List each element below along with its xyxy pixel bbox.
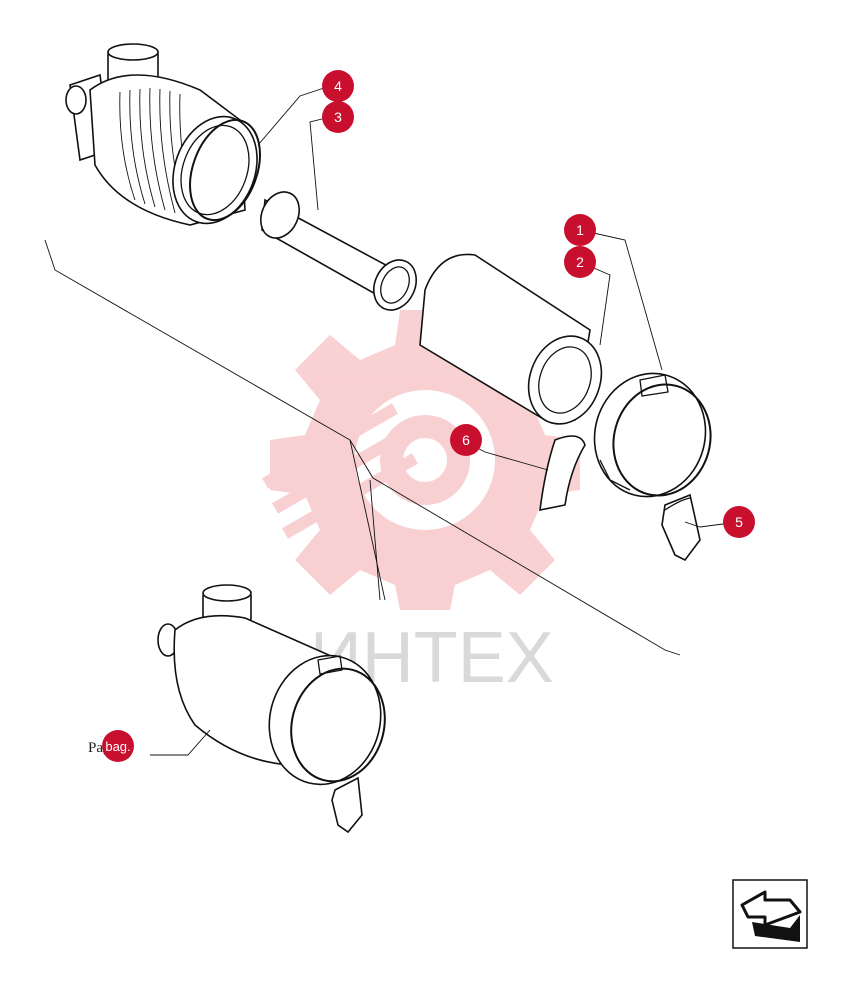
callout-6-label: 6 — [462, 432, 470, 448]
leader-line-4 — [257, 85, 331, 146]
callout-5[interactable]: 5 — [723, 506, 755, 538]
callout-3-label: 3 — [334, 109, 342, 125]
callout-4-label: 4 — [334, 78, 342, 94]
leader-line-3 — [309, 116, 331, 211]
callout-5-marker — [723, 506, 755, 538]
main-filter-element-part-2 — [419, 253, 603, 425]
page-reference-link[interactable]: Pag. 1 bag. — [88, 730, 134, 762]
dust-valve-part-5 — [661, 493, 701, 562]
gasket-strip-part-6 — [539, 435, 586, 512]
perspective-lines — [44, 239, 681, 656]
page-reference-marker — [102, 730, 134, 762]
callout-1-marker — [564, 214, 596, 246]
assembled-air-filter — [157, 584, 386, 834]
callout-4-marker — [322, 70, 354, 102]
callout-2-marker — [564, 246, 596, 278]
callout-2-label: 2 — [576, 254, 584, 270]
filter-housing-part-4 — [65, 43, 261, 226]
callout-1-label: 1 — [576, 222, 584, 238]
safety-cartridge-part-3 — [259, 191, 417, 311]
callout-6-marker — [450, 424, 482, 456]
callout-5-label: 5 — [735, 514, 743, 530]
next-page-arrow-icon — [740, 890, 802, 942]
callout-1[interactable]: 1 — [564, 214, 596, 246]
next-page-button[interactable] — [732, 879, 808, 949]
callout-6[interactable]: 6 — [450, 424, 482, 456]
leader-line-reference — [150, 729, 211, 756]
page-reference-marker-label: bag. — [105, 739, 130, 754]
cover-part-1 — [593, 372, 712, 498]
callout-3-marker — [322, 101, 354, 133]
callout-2[interactable]: 2 — [564, 246, 596, 278]
callout-3[interactable]: 3 — [322, 101, 354, 133]
callout-4[interactable]: 4 — [322, 70, 354, 102]
